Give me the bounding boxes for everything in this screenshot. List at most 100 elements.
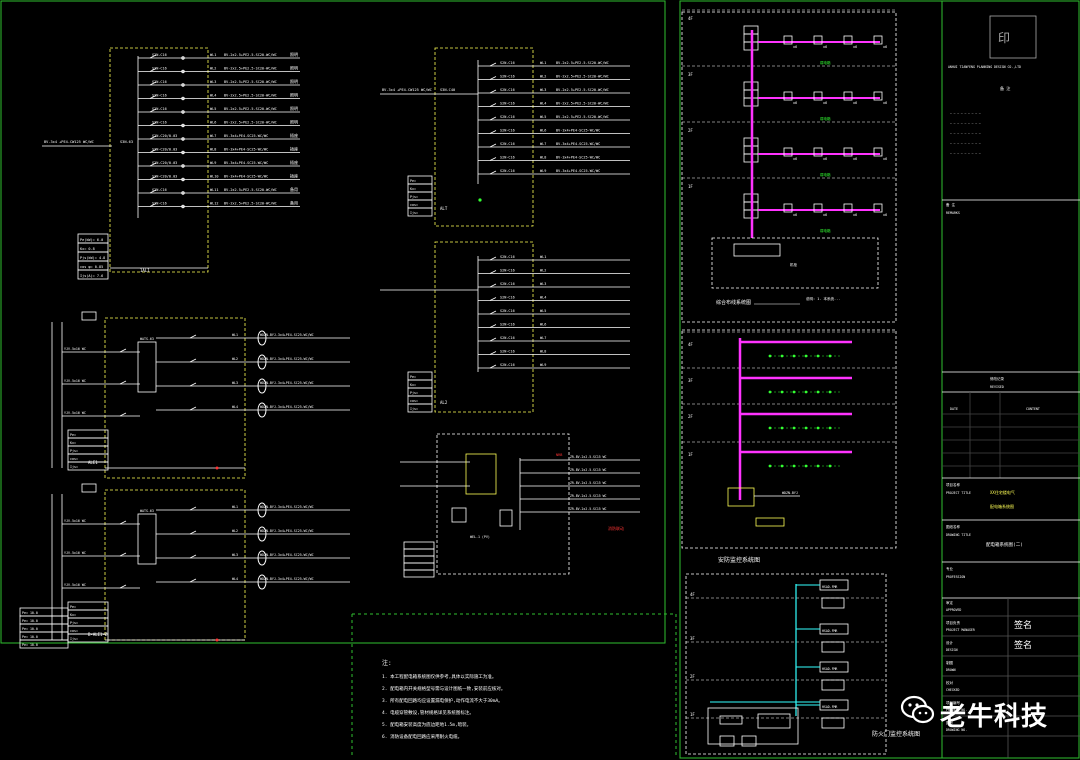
param-cell: Kx= <box>410 187 416 191</box>
drawing-name: 配电箱系统图(二) <box>986 541 1023 548</box>
field-label-en: PROJECT TITLE <box>946 491 971 495</box>
device-label: HSAD-FMR <box>822 585 837 589</box>
breaker-label: S2N-C16 <box>152 67 167 71</box>
box <box>989 15 1037 59</box>
wire <box>189 382 197 387</box>
project-name: 配电箱系统图 <box>990 503 1014 509</box>
note-line: 2. 配电箱内开关规格型号需与设计图纸一致,安装前应核对。 <box>382 685 505 692</box>
wire <box>489 351 497 355</box>
param-cell: Pjs(kW)= 4.8 <box>80 256 105 260</box>
circuit-use: 备用 <box>290 200 298 206</box>
cable-spec: BV-3x4+PE4-SC25-WC/WC <box>224 175 268 179</box>
count-label: x6 <box>823 213 827 217</box>
cable-spec: BV-2x2.5+PE2.5-SC20-WC/WC <box>556 61 609 65</box>
box <box>137 341 157 393</box>
box <box>451 507 467 523</box>
wire <box>489 270 497 274</box>
remarks-label: 备 注 <box>946 202 956 207</box>
circuit-id: WL4 <box>232 405 238 409</box>
wire <box>189 530 197 535</box>
breaker-label: S2N-C16 <box>500 296 515 300</box>
wire <box>149 176 157 180</box>
note-line: 4. 电缆穿管敷设,管材规格详见系统图标注。 <box>382 709 474 716</box>
wire <box>149 189 157 194</box>
breaker-label: S2N-C20/0.03 <box>152 148 177 152</box>
floor-label: 1F <box>690 712 695 717</box>
param-cell: Pe= 10.0 <box>22 635 38 639</box>
cable-spec: BV-3x4+PE4-SC25-WC/WC <box>224 161 268 165</box>
cable-spec: BV-3x4+PE4-SC25-WC/WC <box>556 169 600 173</box>
field-label-en: DRAWING NO. <box>946 728 967 732</box>
wire <box>149 203 157 207</box>
box-name: WEL-1 (PV) <box>470 535 490 539</box>
terminal-icon <box>181 83 185 87</box>
circuit-id: WL2 <box>210 67 216 71</box>
wire <box>149 108 157 113</box>
remark-line: — — — — — — — — — <box>950 111 981 115</box>
box <box>821 597 845 609</box>
floor-label: 4F <box>688 342 693 347</box>
notes-head: 备 注 <box>1000 85 1010 91</box>
circuit-use: 照明 <box>290 79 298 84</box>
cabinet-label: 机柜 <box>790 262 798 267</box>
wire <box>149 149 157 153</box>
box <box>109 47 209 273</box>
breaker-label: S2N-C16 <box>152 53 167 57</box>
breaker-label: S2N-C20/0.03 <box>152 134 177 138</box>
wire <box>119 552 127 557</box>
terminal-icon <box>181 204 185 209</box>
box <box>403 562 435 571</box>
field-label: 审定 <box>946 600 954 605</box>
wire <box>489 130 497 134</box>
box <box>821 717 845 729</box>
circuit-use: 插座 <box>290 146 298 152</box>
wire <box>149 54 157 59</box>
param-cell: cos= <box>70 629 78 633</box>
box <box>813 91 823 101</box>
param-cell: Ijs= <box>410 211 418 215</box>
field-label-en: PROJECT NO. <box>946 708 967 712</box>
field-label: 项目名称 <box>946 482 960 487</box>
cable-spec: WDZN-BYJ-3x4+PE4-SC25-WC/WC <box>260 553 314 557</box>
wire <box>189 554 197 559</box>
box <box>733 243 781 257</box>
floor-label: 3F <box>688 378 693 383</box>
count-label: x6 <box>883 213 887 217</box>
breaker-label: S2N-C16 <box>500 129 515 133</box>
box-name: 1AL1 <box>140 268 150 273</box>
field-label: 图纸名称 <box>946 524 960 529</box>
cable-spec: YJV-5x16 WC <box>64 347 86 351</box>
box <box>821 679 845 691</box>
count-label: x6 <box>793 101 797 105</box>
revised-en: REVISED <box>990 385 1004 389</box>
circuit-id: WL5 <box>540 309 546 313</box>
cable-spec: WDZN-BYJ-3x4+PE4-SC25-WC/WC <box>260 333 314 337</box>
box <box>783 203 793 213</box>
box-name: AL2 <box>440 400 448 405</box>
circuit-id: WL8 <box>210 148 216 152</box>
count-label: x6 <box>883 45 887 49</box>
param-cell: Ijs= <box>70 465 78 469</box>
cable-spec: BV-3x4+PE4-SC25-WC/WC <box>556 129 600 133</box>
breaker-label: S2N-C16 <box>152 121 167 125</box>
box <box>81 311 97 321</box>
circuit-id: WL10 <box>210 175 218 179</box>
box <box>873 147 883 157</box>
param-cell: Pjs= <box>410 391 418 395</box>
circuit-id: WL5 <box>540 115 546 119</box>
circuit-use: 插座 <box>290 132 298 138</box>
box <box>403 555 435 564</box>
circuit-id: WL11 <box>210 188 218 192</box>
wire <box>119 584 127 589</box>
box <box>19 639 69 649</box>
field-label-en: PROFESSION <box>946 575 965 579</box>
circuit-id: WL4 <box>232 577 238 581</box>
wire <box>489 170 497 175</box>
cable-spec: WDZN-BYJ-3x4+PE4-SC25-WC/WC <box>260 577 314 581</box>
terminal-icon <box>181 191 185 195</box>
breaker-label: S2N-C16 <box>500 75 515 79</box>
param-cell: cos= <box>410 203 418 207</box>
floor-label: 4F <box>690 592 695 597</box>
